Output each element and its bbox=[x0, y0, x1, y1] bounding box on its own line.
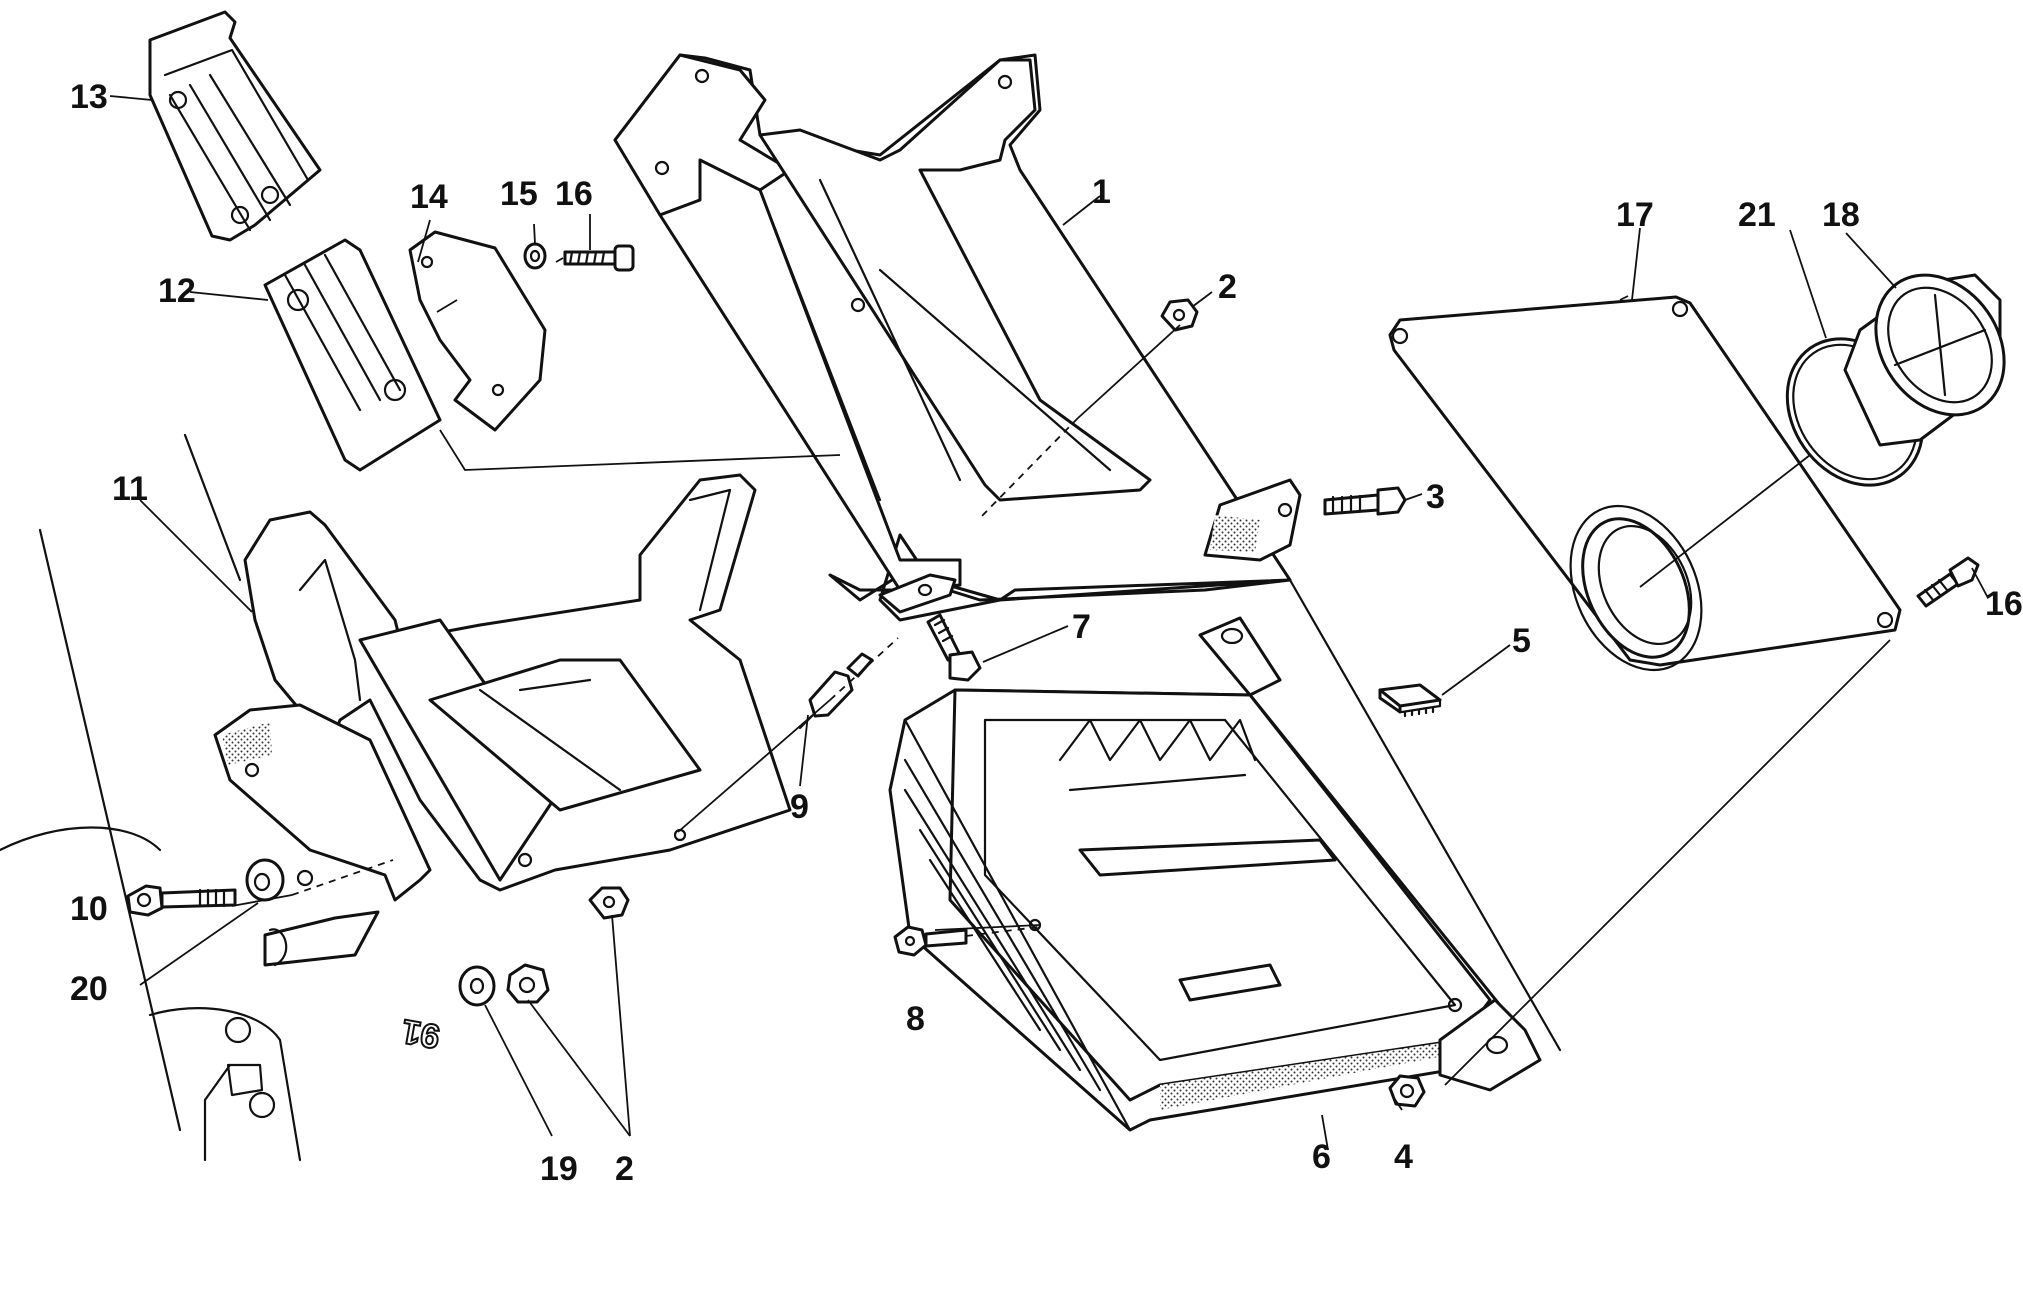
callout-4: 4 bbox=[1394, 1138, 1413, 1176]
callout-2-bottom: 2 bbox=[615, 1150, 634, 1188]
part-19-washer bbox=[458, 965, 496, 1007]
part-2-nut-cradle bbox=[588, 886, 630, 920]
callout-16-right: 16 bbox=[1985, 585, 2023, 623]
part-17-cover-plate bbox=[1388, 295, 1902, 672]
cradle-mount-plate bbox=[213, 703, 432, 902]
callout-5: 5 bbox=[1512, 622, 1531, 660]
part-5-chip bbox=[1378, 683, 1442, 718]
part-8-bolt bbox=[893, 925, 968, 957]
part-3-bolt bbox=[1323, 486, 1407, 516]
callout-7: 7 bbox=[1072, 608, 1091, 646]
part-10-bolt bbox=[126, 884, 237, 917]
part-7-bolt bbox=[926, 613, 982, 682]
part-13-ribbed-cover bbox=[148, 10, 322, 242]
callout-3: 3 bbox=[1426, 478, 1445, 516]
callout-17: 17 bbox=[1616, 196, 1654, 234]
leader-lines bbox=[109, 95, 1989, 1151]
part-16-screw-top bbox=[563, 244, 635, 272]
part-15-washer bbox=[523, 242, 547, 270]
callout-18: 18 bbox=[1822, 196, 1860, 234]
part-6-control-box bbox=[888, 616, 1542, 1132]
callout-19: 19 bbox=[540, 1150, 578, 1188]
frame-marking: 91 bbox=[399, 1012, 443, 1056]
callout-20: 20 bbox=[70, 970, 108, 1008]
callout-14: 14 bbox=[410, 178, 448, 216]
engine-frame-outline bbox=[0, 433, 380, 1162]
callout-16-top: 16 bbox=[555, 175, 593, 213]
part-1-main-bracket bbox=[613, 53, 1562, 1052]
callout-13: 13 bbox=[70, 78, 108, 116]
callout-8: 8 bbox=[906, 1000, 925, 1038]
callout-9: 9 bbox=[790, 788, 809, 826]
part-11-cradle bbox=[243, 473, 792, 892]
callout-labels: 1 2 2 3 4 5 6 7 8 9 10 11 12 13 14 15 16… bbox=[70, 78, 2023, 1188]
part-4-nut bbox=[1388, 1074, 1426, 1108]
part-14-bracket bbox=[408, 230, 547, 432]
callout-2-top: 2 bbox=[1218, 268, 1237, 306]
part-20-washer bbox=[245, 858, 285, 902]
callout-15: 15 bbox=[500, 175, 538, 213]
callout-21: 21 bbox=[1738, 196, 1776, 234]
part-2-nut-lower bbox=[506, 963, 550, 1004]
part-16-screw-right bbox=[1916, 556, 1980, 608]
callout-10: 10 bbox=[70, 890, 108, 928]
part-18-cap bbox=[1843, 273, 2006, 447]
callout-1: 1 bbox=[1092, 173, 1111, 211]
callout-6: 6 bbox=[1312, 1138, 1331, 1176]
part-12-regulator bbox=[263, 238, 442, 472]
callout-12: 12 bbox=[158, 272, 196, 310]
callout-11: 11 bbox=[112, 470, 148, 508]
